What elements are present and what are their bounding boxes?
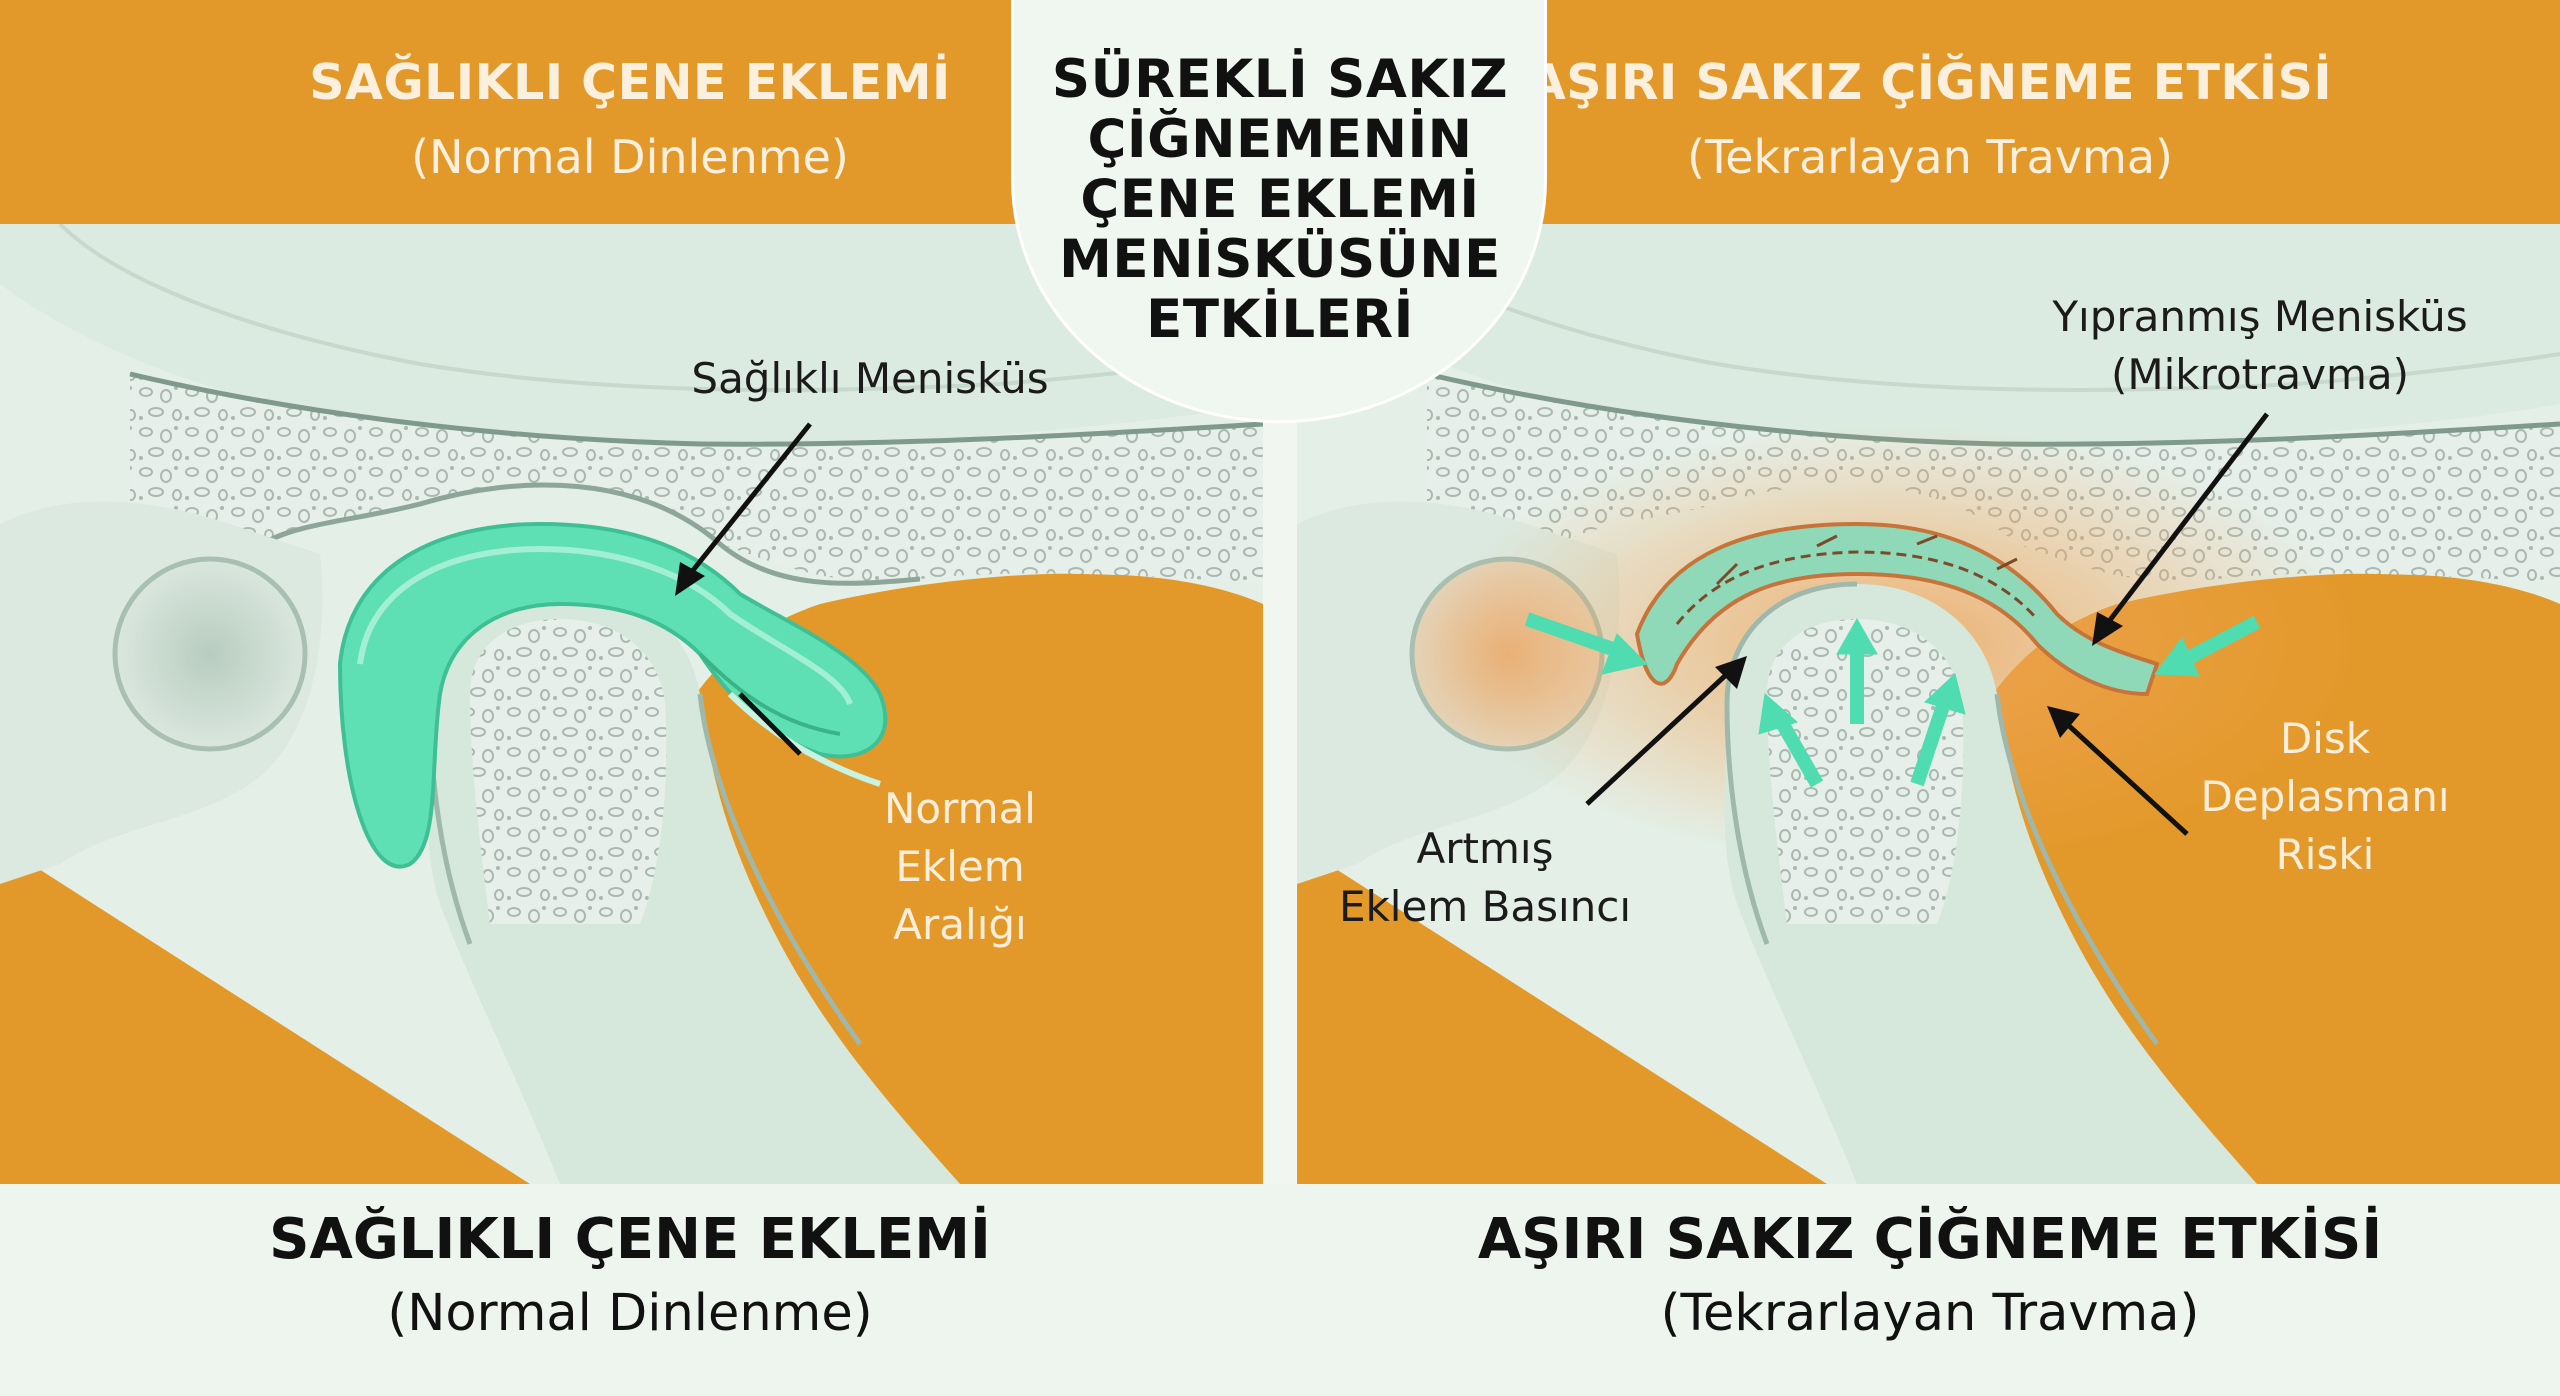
right-header-title: AŞIRI SAKIZ ÇİĞNEME ETKİSİ (1527, 54, 2333, 111)
label-worn-meniscus: Yıpranmış Menisküs (Mikrotravma) (2052, 292, 2468, 399)
label-normal-joint-space: Normal Eklem Aralığı (884, 784, 1036, 949)
label-healthy-meniscus: Sağlıklı Menisküs (691, 354, 1049, 403)
label-disc-displacement-risk: Disk Deplasmanı Riski (2200, 714, 2450, 879)
left-header-title: SAĞLIKLI ÇENE EKLEMİ (309, 54, 951, 111)
right-caption: AŞIRI SAKIZ ÇİĞNEME ETKİSİ (Tekrarlayan … (1300, 1205, 2560, 1349)
left-caption-subtitle: (Normal Dinlenme) (387, 1284, 873, 1343)
label-increased-pressure: Artmış Eklem Basıncı (1338, 824, 1632, 931)
right-caption-subtitle: (Tekrarlayan Travma) (1660, 1284, 2200, 1343)
center-title: SÜREKLİ SAKIZ ÇİĞNEMENİN ÇENE EKLEMİ MEN… (1051, 49, 1509, 350)
overchewing-joint-illustration (1297, 224, 2560, 1184)
left-header-subtitle: (Normal Dinlenme) (411, 130, 849, 184)
left-caption: SAĞLIKLI ÇENE EKLEMİ (Normal Dinlenme) (0, 1205, 1260, 1349)
center-title-badge (1014, 0, 1544, 420)
healthy-joint-illustration (0, 224, 1263, 1184)
right-caption-title: AŞIRI SAKIZ ÇİĞNEME ETKİSİ (1477, 1207, 2383, 1272)
caption-band (0, 1184, 2560, 1396)
left-caption-title: SAĞLIKLI ÇENE EKLEMİ (269, 1207, 991, 1272)
right-header-subtitle: (Tekrarlayan Travma) (1687, 130, 2173, 184)
